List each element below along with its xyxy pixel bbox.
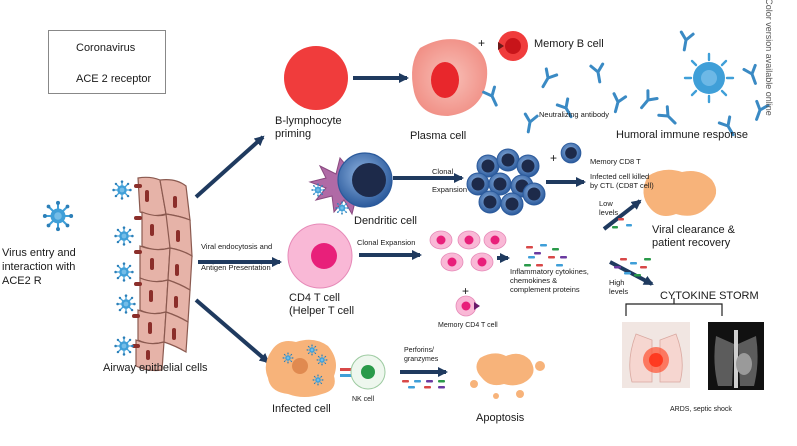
cd8-t-cell	[337, 152, 393, 208]
memory-cd4-label: Memory CD4 T cell	[438, 322, 498, 329]
clonal-expansion-mid-label: Clonal Expansion	[357, 238, 416, 247]
nk-cell	[340, 354, 386, 390]
infected-killed-label: Infected cell killed by CTL (CD8T cell)	[590, 172, 654, 190]
low-level-cytokines	[612, 218, 632, 229]
plasma-label: Plasma cell	[410, 130, 467, 142]
clonal-expansion-top-label: Clonal Expansion	[432, 167, 468, 194]
humoral-label: Humoral immune response	[616, 129, 749, 141]
infected-cell	[265, 339, 336, 397]
low-levels-label: Low levels	[599, 199, 619, 217]
legend-coronavirus-label: Coronavirus	[76, 42, 136, 54]
cytokine-dashes	[524, 244, 567, 267]
perforin-dashes	[402, 380, 445, 389]
b-priming-label: B-lymphocyte priming	[275, 115, 342, 140]
inflamed-lungs-image	[622, 322, 690, 388]
dendritic-label: Dendritic cell	[354, 215, 417, 227]
viral-endocytosis-label: Viral endocytosis and	[201, 242, 273, 251]
legend-ace2-label: ACE 2 receptor	[76, 73, 152, 85]
memory-cd8-cell	[560, 142, 582, 164]
memory-cd4-cell	[455, 295, 480, 317]
storm-bracket	[625, 298, 723, 316]
plasma-cell	[412, 39, 488, 116]
chest-xray-image	[708, 322, 764, 390]
antigen-presentation-label: Antigen Presentation	[201, 263, 271, 272]
color-version-note: Color version available online	[764, 0, 775, 116]
airway-label: Airway epithelial cells	[103, 362, 208, 374]
apoptosis-label: Apoptosis	[476, 412, 525, 424]
viral-clearance-label: Viral clearance & patient recovery	[652, 224, 735, 249]
flow-arrows	[194, 73, 654, 377]
airway-epithelium-illustration	[132, 176, 193, 372]
plus-sign-1: +	[478, 36, 486, 50]
cytokine-storm-label: CYTOKINE STORM	[660, 290, 759, 302]
cd4-label: CD4 T cell (Helper T cell	[289, 292, 355, 317]
neutralized-virus	[683, 52, 735, 104]
plus-sign-3: +	[462, 284, 470, 298]
memory-cd8-label: Memory CD8 T	[590, 157, 641, 166]
neutralizing-label: Neutralizing antibody	[539, 110, 610, 119]
nk-cell-label: NK cell	[352, 396, 375, 403]
cd4-t-cell	[287, 223, 353, 289]
plus-sign-2: +	[550, 151, 558, 165]
high-level-cytokines	[614, 258, 651, 277]
inflammatory-label: Inflammatory cytokines, chemokines & com…	[510, 267, 589, 294]
memory-b-label: Memory B cell	[534, 38, 604, 50]
cd8-clones	[466, 148, 546, 216]
cd4-clones	[429, 230, 507, 272]
legend-box: Coronavirus ACE 2 receptor	[48, 30, 166, 94]
apoptotic-cell	[470, 353, 545, 399]
high-levels-label: High levels	[609, 278, 629, 296]
memory-b-cell	[498, 31, 528, 61]
b-lymphocyte-cell	[284, 46, 348, 110]
perforins-label: Perforins/ granzymes	[404, 347, 439, 363]
ards-label: ARDS, septic shock	[670, 406, 732, 413]
infected-cell-label: Infected cell	[272, 403, 331, 415]
virus-entry-label: Virus entry and interaction with ACE2 R	[2, 247, 76, 287]
recovered-tissue	[643, 169, 717, 216]
